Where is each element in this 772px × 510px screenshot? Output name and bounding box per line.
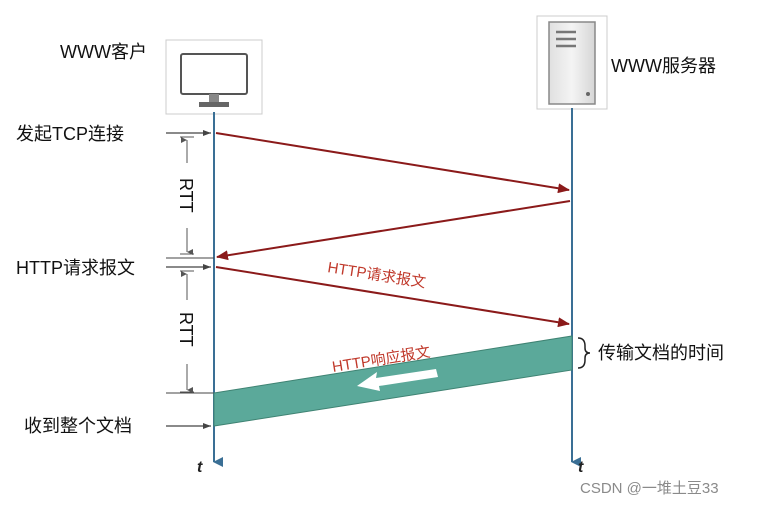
http-request-arrow [215, 266, 570, 328]
tcp-syn-arrow [215, 132, 570, 194]
server-time-label: t [578, 459, 584, 476]
tcp-synack-arrow [216, 200, 571, 261]
watermark: CSDN @一堆土豆33 [580, 480, 719, 497]
step-receive-doc: 收到整个文档 [24, 416, 132, 436]
client-computer-icon [165, 39, 263, 115]
step-tcp-connect: 发起TCP连接 [16, 124, 124, 144]
rtt-bracket-2: RTT [176, 270, 196, 393]
client-time-label: t [197, 459, 203, 476]
server-label: WWW服务器 [611, 56, 716, 76]
transfer-time-label: 传输文档的时间 [598, 343, 724, 363]
step-http-request: HTTP请求报文 [16, 258, 135, 278]
server-icon [536, 15, 608, 110]
response-direction-arrow [357, 369, 438, 391]
rtt-label-1: RTT [176, 178, 196, 213]
rtt-bracket-1: RTT [176, 136, 196, 255]
client-label: WWW客户 [60, 42, 147, 62]
rtt-label-2: RTT [176, 312, 196, 347]
transfer-time-brace [577, 337, 591, 369]
